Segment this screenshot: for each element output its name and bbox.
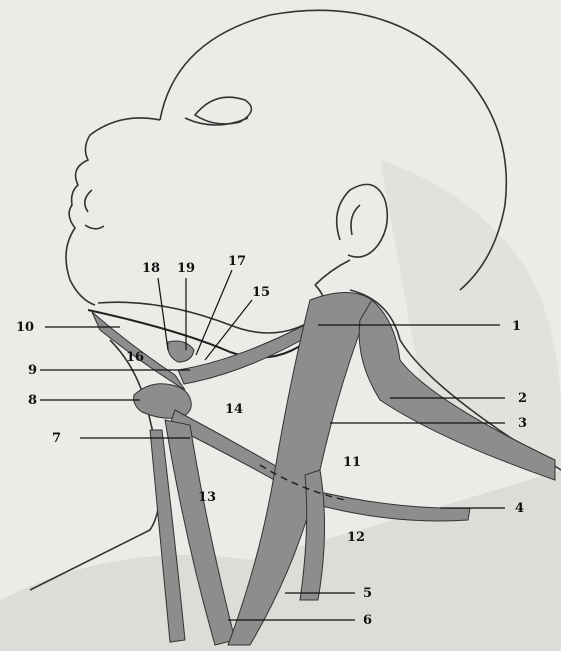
label-4: 4 [515,501,524,516]
label-13: 13 [198,490,216,505]
label-16: 16 [126,350,144,365]
label-9: 9 [28,363,37,378]
label-10: 10 [16,320,34,335]
label-18: 18 [142,261,160,276]
label-17: 17 [228,254,246,269]
label-8: 8 [28,393,37,408]
label-5: 5 [363,586,372,601]
label-7: 7 [52,431,61,446]
submandibular-gland [168,341,194,362]
label-19: 19 [177,261,195,276]
label-12: 12 [347,530,365,545]
label-14: 14 [225,402,243,417]
label-1: 1 [512,319,521,334]
label-11: 11 [343,455,361,470]
label-3: 3 [518,416,527,431]
label-6: 6 [363,613,372,628]
label-2: 2 [518,391,527,406]
hyoid-node [134,384,192,419]
label-15: 15 [252,285,270,300]
